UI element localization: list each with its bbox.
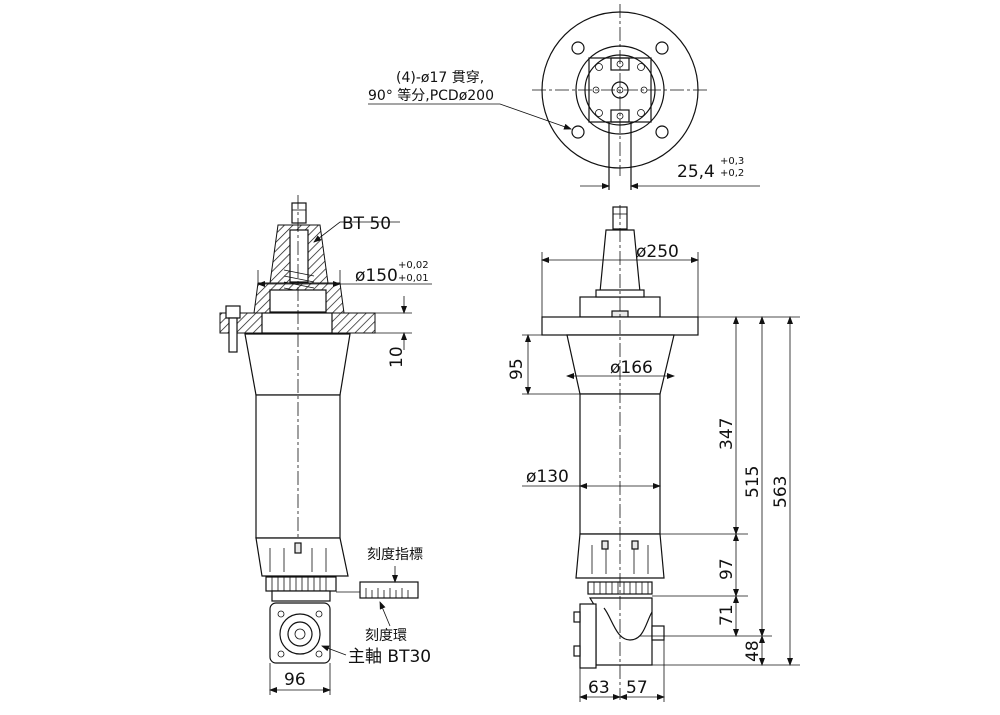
body-dia-dim: ø130 — [526, 467, 569, 487]
top-view-flange — [368, 4, 760, 190]
key-tol-upper: +0,3 — [720, 156, 744, 167]
left-view-section — [219, 195, 432, 695]
cone-dia-dim: ø166 — [610, 358, 653, 378]
scale-ring-label: 刻度環 — [365, 628, 407, 644]
pilot-tol-lower: +0,01 — [398, 273, 429, 284]
pilot-dia-dim: ø150 — [355, 266, 398, 286]
len-71-dim: 71 — [717, 604, 737, 626]
taper-label: BT 50 — [342, 214, 391, 234]
spindle-label: 主軸 BT30 — [348, 647, 431, 667]
pilot-tol-upper: +0,02 — [398, 260, 429, 271]
key-tol-lower: +0,2 — [720, 168, 744, 179]
head-width-dim: 96 — [284, 670, 306, 690]
holes-note-line1: (4)-ø17 貫穿, — [396, 70, 484, 86]
off-63-dim: 63 — [588, 678, 610, 698]
flange-thk-dim: 10 — [387, 346, 407, 368]
flange-dia-dim: ø250 — [636, 242, 679, 262]
len-48-dim: 48 — [743, 640, 763, 662]
off-57-dim: 57 — [626, 678, 648, 698]
right-view-exterior — [522, 205, 800, 702]
key-width-dim: 25,4 — [677, 162, 715, 182]
len-97-dim: 97 — [717, 558, 737, 580]
len-563-dim: 563 — [771, 476, 791, 508]
cone-height-dim: 95 — [507, 358, 527, 380]
scale-indicator-label: 刻度指標 — [367, 547, 423, 563]
len-515-dim: 515 — [743, 466, 763, 498]
holes-note-line2: 90° 等分,PCDø200 — [368, 87, 494, 104]
len-347-dim: 347 — [717, 418, 737, 450]
